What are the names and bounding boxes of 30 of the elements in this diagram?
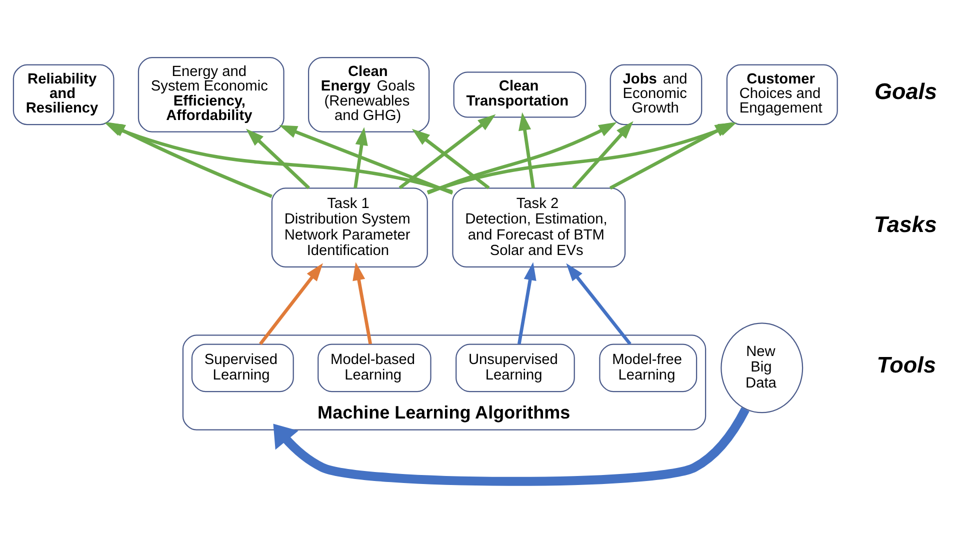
arrow: [246, 128, 310, 189]
node-box: Supervised Learning: [191, 343, 294, 392]
node-box: Model-free Learning: [599, 343, 698, 392]
arrow: [609, 122, 734, 190]
node-box: Task 2 Detection, Estimation, and Forecast of BTM Solar and EVs: [452, 187, 626, 268]
node-box: Task 1 Distribution System Network Parameter Identification: [271, 187, 428, 268]
label: Tools: [876, 352, 936, 377]
arrow: [412, 128, 490, 189]
node-circle: New Big Data: [720, 322, 804, 413]
arrow: [398, 114, 496, 189]
arrow: [279, 124, 454, 194]
arrow: [352, 262, 372, 344]
arrow: [566, 262, 632, 345]
arrow: [517, 262, 536, 344]
node-box: Clean Transportation: [453, 71, 586, 118]
node-box: Energy and System Economic Efficiency, Affordability: [138, 56, 284, 132]
arrow: [427, 122, 617, 194]
arrow: [354, 126, 368, 188]
arrow: [572, 120, 634, 189]
node-box: Jobs and Economic Growth: [610, 64, 702, 125]
node-box: Unsupervised Learning: [456, 343, 575, 392]
arrow: [518, 112, 535, 188]
arrow: [259, 262, 323, 345]
node-box: Model-based Learning: [318, 343, 432, 392]
node-box: Reliability and Resiliency: [12, 64, 114, 125]
arrow: [273, 406, 750, 486]
label: Tasks: [874, 212, 937, 237]
label: Goals: [874, 78, 938, 104]
node-box: Customer Choices and Engagement: [726, 64, 838, 125]
node-box: Clean Energy Goals (Renewables and GHG): [308, 56, 430, 132]
